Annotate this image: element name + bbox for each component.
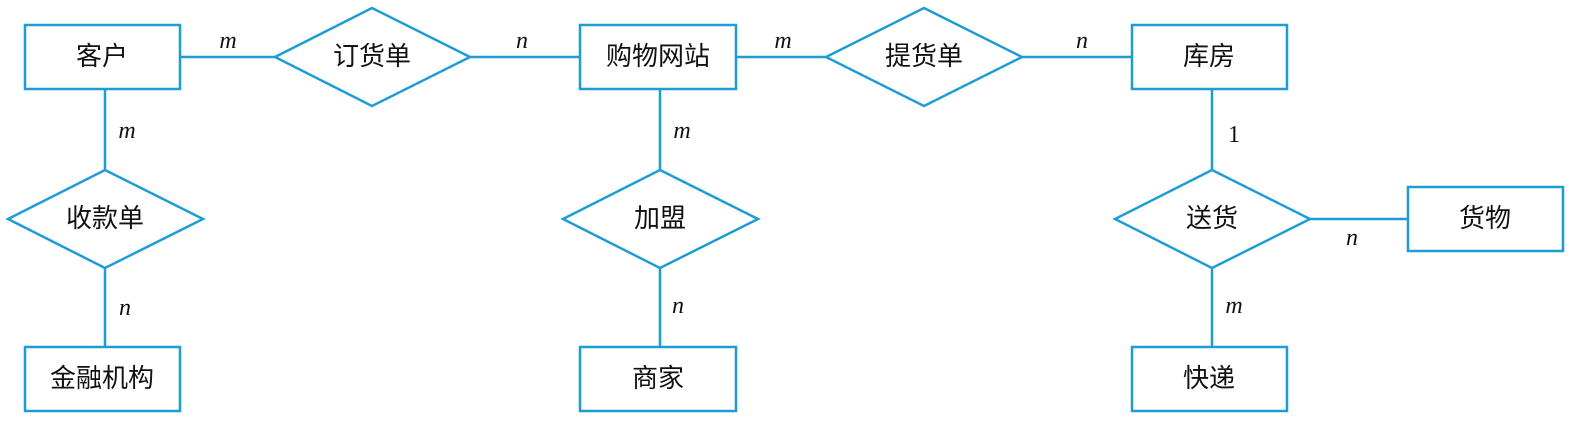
relationship-franchise-diamond <box>560 168 761 270</box>
relationship-delivery-label: 送货 <box>1186 204 1238 234</box>
relationship-order-diamond <box>272 6 473 108</box>
entity-customer-label: 客户 <box>76 42 128 72</box>
entity-goods-box <box>1406 185 1565 253</box>
cardinality-site-pickup: m <box>774 28 791 54</box>
cardinality-franchise-merchant: n <box>672 293 684 319</box>
cardinality-delivery-courier: m <box>1225 293 1242 319</box>
cardinality-warehouse-delivery: 1 <box>1228 122 1240 148</box>
entity-shopping-site-label: 购物网站 <box>606 42 710 72</box>
entity-courier-box <box>1130 345 1289 413</box>
relationship-receipt-diamond <box>5 168 206 270</box>
relationship-pickup: 提货单 <box>823 6 1025 108</box>
cardinality-customer-order: m <box>219 28 236 54</box>
entity-customer-box <box>23 23 182 91</box>
entity-financial-institution: 金融机构 <box>23 345 182 413</box>
relationship-receipt-label: 收款单 <box>66 204 144 234</box>
relationship-pickup-diamond <box>823 6 1025 108</box>
relationship-order: 订货单 <box>272 6 473 108</box>
relationship-delivery: 送货 <box>1112 168 1313 270</box>
entity-warehouse-box <box>1130 23 1289 91</box>
entity-courier: 快递 <box>1130 345 1289 413</box>
cardinality-pickup-warehouse: n <box>1076 28 1088 54</box>
cardinality-site-franchise: m <box>673 118 690 144</box>
cardinality-delivery-goods: n <box>1346 225 1358 251</box>
relationship-delivery-diamond <box>1112 168 1313 270</box>
entity-merchant-label: 商家 <box>632 364 684 394</box>
entity-warehouse: 库房 <box>1130 23 1289 91</box>
entity-merchant-box <box>578 345 738 413</box>
relationship-order-label: 订货单 <box>333 42 411 72</box>
entity-financial-institution-box <box>23 345 182 413</box>
entity-courier-label: 快递 <box>1183 364 1235 394</box>
cardinality-receipt-financial: n <box>119 295 131 321</box>
entity-shopping-site-box <box>578 23 738 91</box>
entity-warehouse-label: 库房 <box>1183 42 1235 72</box>
relationship-franchise-label: 加盟 <box>634 204 686 234</box>
cardinality-customer-receipt: m <box>118 118 135 144</box>
cardinalities: m n m n m n m n 1 n m <box>118 28 1358 321</box>
entity-shopping-site: 购物网站 <box>578 23 738 91</box>
relationship-pickup-label: 提货单 <box>885 42 963 72</box>
relationship-receipt: 收款单 <box>5 168 206 270</box>
entity-goods: 货物 <box>1406 185 1565 253</box>
entity-merchant: 商家 <box>578 345 738 413</box>
connectors <box>103 55 1408 347</box>
entity-customer: 客户 <box>23 23 182 91</box>
entity-goods-label: 货物 <box>1459 204 1511 234</box>
relationship-franchise: 加盟 <box>560 168 761 270</box>
entity-financial-institution-label: 金融机构 <box>50 364 154 394</box>
cardinality-order-site: n <box>516 28 528 54</box>
